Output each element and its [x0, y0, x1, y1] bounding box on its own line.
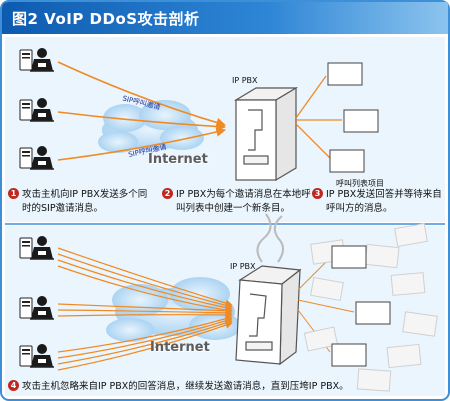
ip-pbx-cabinet-bottom: [235, 265, 302, 366]
ip-pbx-cabinet-top: [233, 86, 299, 182]
figure-title: 图2 VoIP DDoS攻击剖析: [12, 10, 200, 28]
title-bar: [2, 2, 448, 34]
step-3-text: IP PBX发送回答并等待来自呼叫方的消息。: [326, 189, 442, 214]
step-3-number: 3: [312, 188, 323, 199]
sip-invite-arrows-top: [57, 61, 226, 161]
step-1-number: 1: [8, 188, 19, 199]
step-2-text: IP PBX为每个邀请消息在本地呼叫列表中创建一个新条目。: [176, 189, 311, 214]
pbx-label-bottom: IP PBX: [230, 262, 256, 271]
pbx-label-top: IP PBX: [232, 76, 258, 85]
internet-cloud-top: [98, 100, 204, 153]
call-list-overflow: [303, 222, 438, 392]
smoke-icon: [256, 213, 284, 263]
step-1: 1 攻击主机向IP PBX发送多个同时的SIP邀请消息。: [8, 188, 156, 216]
call-list-item-2: [343, 109, 379, 133]
call-list-item-1: [327, 62, 363, 86]
step-2-number: 2: [162, 188, 173, 199]
call-list-items: [327, 62, 379, 173]
internet-label-top: Internet: [148, 152, 208, 167]
step-2: 2 IP PBX为每个邀请消息在本地呼叫列表中创建一个新条目。: [162, 188, 314, 216]
reply-lines-top: [295, 75, 342, 159]
invite-flood-arrows: [57, 247, 233, 371]
call-list-label: 呼叫列表项目: [336, 179, 384, 188]
call-list-item-3: [329, 149, 365, 173]
step-3: 3 IP PBX发送回答并等待来自呼叫方的消息。: [312, 188, 446, 216]
step-4-number: 4: [8, 380, 19, 391]
step-1-text: 攻击主机向IP PBX发送多个同时的SIP邀请消息。: [22, 189, 148, 214]
step-4: 4 攻击主机忽略来自IP PBX的回答消息，继续发送邀请消息，直到压垮IP PB…: [8, 380, 444, 394]
internet-label-bottom: Internet: [150, 340, 210, 355]
call-list-items-bottom: [331, 245, 391, 367]
step-4-text: 攻击主机忽略来自IP PBX的回答消息，继续发送邀请消息，直到压垮IP PBX。: [22, 381, 349, 392]
